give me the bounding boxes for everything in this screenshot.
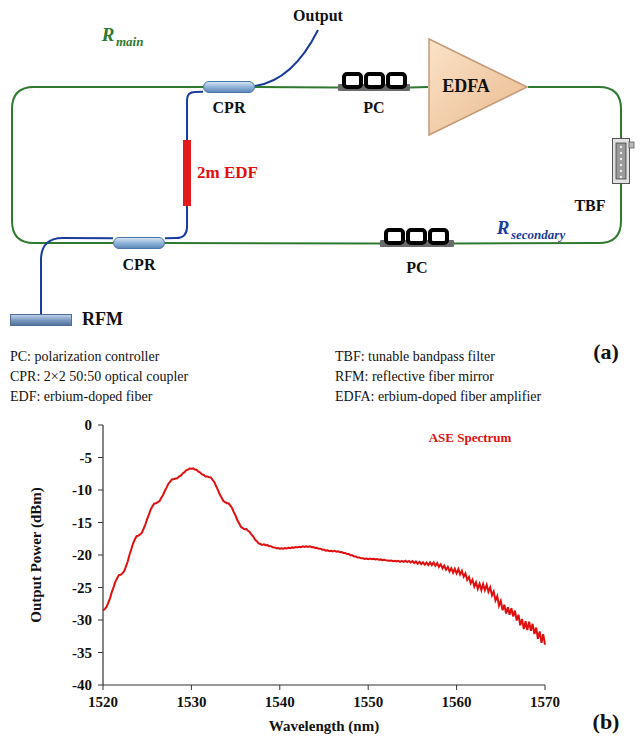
fiber-line [454, 184, 621, 244]
part-label: CPR [123, 256, 156, 274]
optical-coupler: CPR [113, 237, 165, 249]
abbreviation-note: RFM: reflective fiber mirror [335, 369, 494, 384]
axis-title: Output Power (dBm) [28, 487, 45, 623]
abbreviation-note: EDFA: erbium-doped fiber amplifier [335, 389, 541, 404]
tick-mark [98, 490, 103, 491]
fiber-line [528, 87, 621, 138]
tick-label: 1550 [353, 694, 383, 711]
part-label: EDFA [442, 77, 490, 97]
abbreviation-note: PC: polarization controller [10, 349, 159, 364]
tick-mark [98, 457, 103, 458]
tick-label: 1520 [88, 694, 118, 711]
pc-outline [380, 228, 454, 250]
tick-label: 1570 [530, 694, 560, 711]
part-label: PC [406, 259, 427, 277]
fiber-line [165, 206, 187, 238]
tick-mark [98, 652, 103, 653]
bandpass-filter: TBF [612, 138, 630, 184]
doped-fiber: 2m EDF [183, 140, 191, 206]
output-label: Output [293, 7, 343, 25]
ase-spectrum-curve [103, 468, 545, 644]
fiber-line [41, 238, 113, 314]
coupler-outline [203, 81, 255, 93]
panel-letter: (a) [593, 340, 619, 364]
tick-mark [98, 555, 103, 556]
tick-label: 1560 [442, 694, 472, 711]
chart-axes [98, 425, 545, 690]
edf-outline [183, 140, 191, 206]
tick-mark [98, 620, 103, 621]
tick-label: 0 [85, 417, 93, 434]
tick-label: 1530 [176, 694, 206, 711]
polarization-controller: PC [338, 72, 410, 94]
part-label: TBF [574, 197, 605, 215]
tick-label: -20 [72, 547, 92, 564]
series-label: ASE Spectrum [429, 431, 512, 445]
tick-mark [456, 685, 457, 690]
tick-label: -10 [72, 482, 92, 499]
abbreviation-note: EDF: erbium-doped fiber [10, 389, 152, 404]
tick-mark [98, 587, 103, 588]
tick-label: 1540 [265, 694, 295, 711]
fiber-line [165, 242, 380, 245]
coupler-outline [113, 237, 165, 249]
rfm-outline [10, 314, 72, 326]
pc-outline [338, 72, 410, 94]
part-label: CPR [213, 99, 246, 117]
optical-coupler: CPR [203, 81, 255, 93]
part-label: RFM [82, 310, 123, 330]
tick-label: -35 [72, 644, 92, 661]
fiber-line [12, 87, 203, 243]
fiber-line [410, 86, 428, 89]
tick-label: -30 [72, 612, 92, 629]
tick-mark [98, 685, 103, 686]
tick-mark [103, 685, 104, 690]
tick-mark [191, 685, 192, 690]
fiber-line [255, 86, 338, 89]
tick-mark [279, 685, 280, 690]
tick-mark [368, 685, 369, 690]
output-fiber [255, 30, 318, 86]
part-label: PC [363, 99, 384, 117]
tbf-outline [612, 138, 630, 184]
panel-letter: (b) [593, 710, 620, 734]
ring-label: R [497, 218, 510, 239]
ring-subscript: secondary [511, 228, 565, 242]
tick-mark [98, 522, 103, 523]
tick-mark [545, 685, 546, 690]
tick-label: -15 [72, 514, 92, 531]
abbreviation-note: TBF: tunable bandpass filter [335, 349, 495, 364]
part-label: 2m EDF [197, 164, 258, 183]
fiber-mirror: RFM [10, 314, 72, 326]
tick-mark [98, 425, 103, 426]
x-axis [103, 684, 545, 685]
ring-subscript: main [116, 35, 143, 49]
fiber-amplifier: EDFA [428, 38, 528, 136]
axis-title: Wavelength (nm) [269, 718, 379, 735]
tick-label: -5 [80, 449, 93, 466]
tick-label: -25 [72, 579, 92, 596]
fiber-line [187, 92, 203, 140]
abbreviation-note: CPR: 2×2 50:50 optical coupler [10, 369, 188, 384]
tick-label: -40 [72, 677, 92, 694]
polarization-controller: PC [380, 228, 454, 250]
ring-label: R [102, 25, 115, 46]
